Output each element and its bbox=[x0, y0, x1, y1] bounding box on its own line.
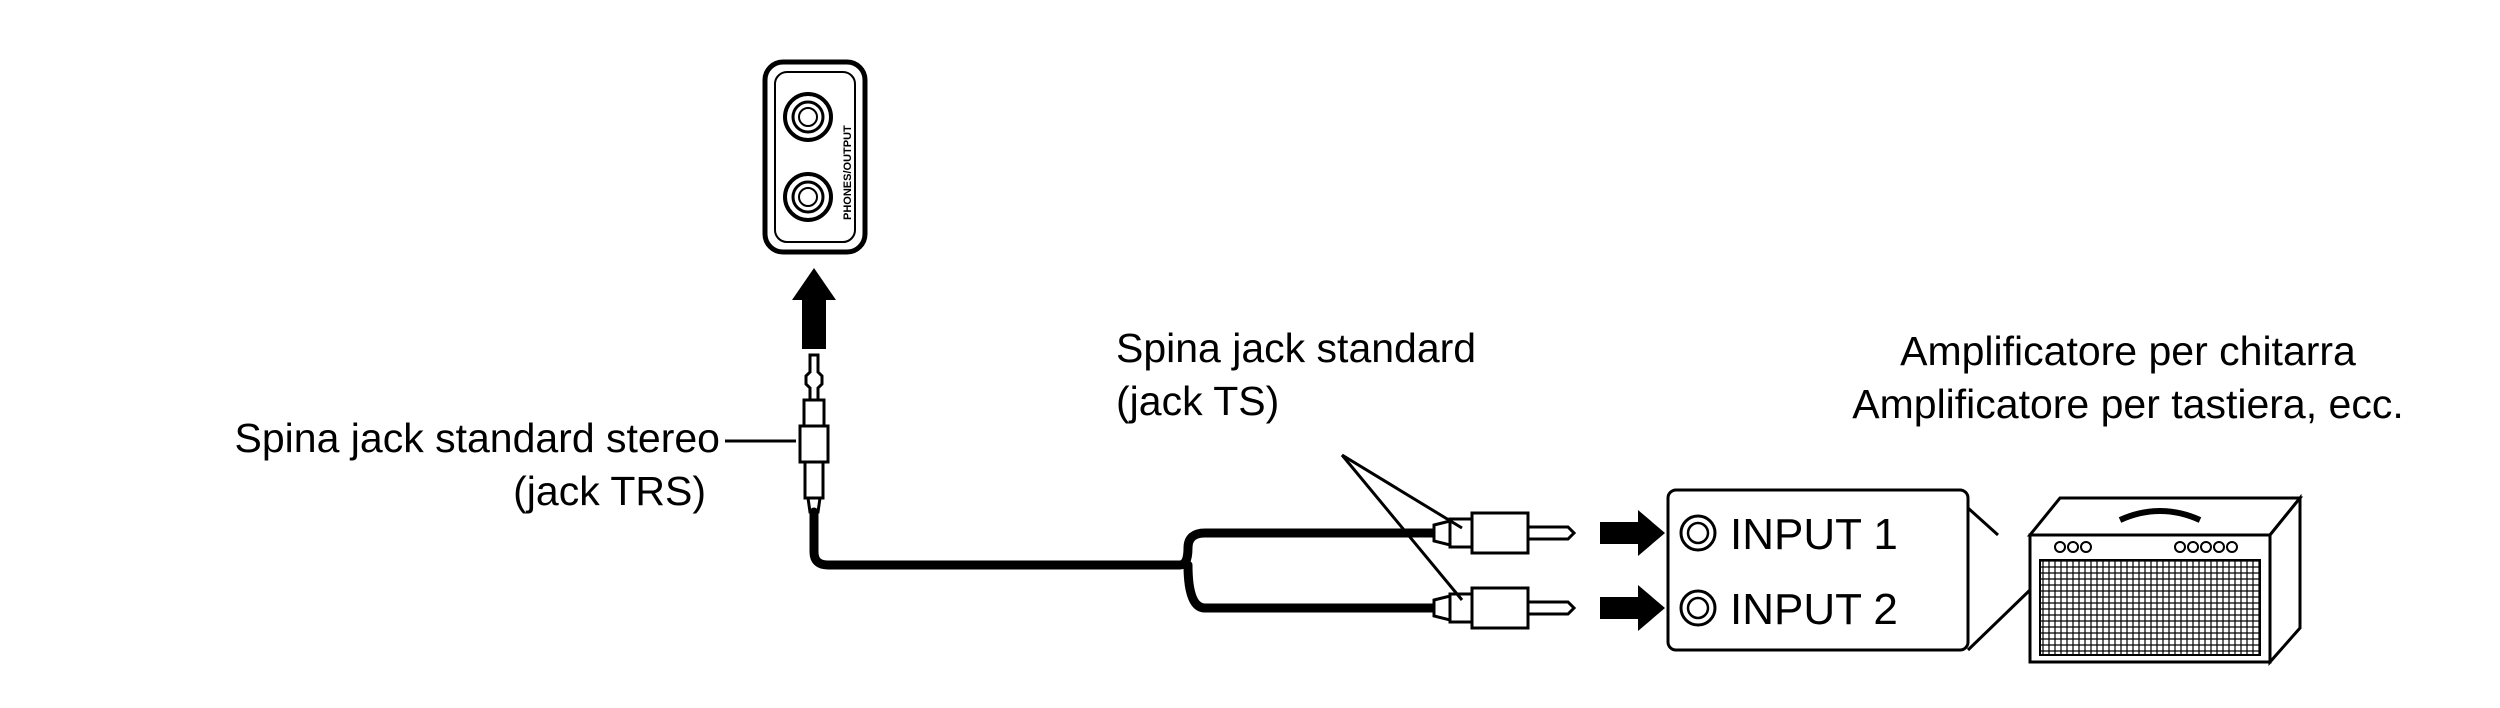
arrow-right-icon-1 bbox=[1600, 510, 1665, 556]
output-jack-panel: PHONES/OUTPUT bbox=[762, 59, 868, 255]
input-jack-icon-1 bbox=[1679, 514, 1717, 552]
phones-output-label: PHONES/OUTPUT bbox=[842, 125, 854, 220]
output-jack-lower bbox=[783, 172, 833, 222]
stereo-trs-plug-icon bbox=[798, 353, 830, 514]
mono-plug-label-line2: (jack TS) bbox=[1116, 378, 1279, 424]
stereo-plug-label-line2: (jack TRS) bbox=[513, 468, 706, 514]
input-1-label: INPUT 1 bbox=[1730, 510, 1898, 559]
amp-input-panel: INPUT 1 INPUT 2 bbox=[1666, 488, 1970, 652]
input-2-label: INPUT 2 bbox=[1730, 585, 1898, 634]
output-jack-upper bbox=[783, 92, 833, 142]
mono-ts-plug-icon-1 bbox=[1432, 511, 1577, 555]
mono-ts-plug-icon-2 bbox=[1432, 586, 1577, 630]
cable bbox=[809, 507, 1439, 613]
stereo-plug-label-line1: Spina jack standard stereo bbox=[235, 415, 720, 461]
amp-label-line2: Amplificatore per tastiera, ecc. bbox=[1852, 381, 2403, 427]
amp-label-line1: Amplificatore per chitarra bbox=[1900, 328, 2356, 374]
arrow-up-icon bbox=[792, 268, 836, 349]
mono-plug-label-line1: Spina jack standard bbox=[1116, 325, 1476, 371]
mono-plug-leaders bbox=[1340, 453, 1464, 601]
amp-leaders bbox=[1966, 506, 2032, 652]
arrow-right-icon-2 bbox=[1600, 585, 1665, 631]
amplifier-icon bbox=[2026, 493, 2304, 666]
input-jack-icon-2 bbox=[1679, 589, 1717, 627]
